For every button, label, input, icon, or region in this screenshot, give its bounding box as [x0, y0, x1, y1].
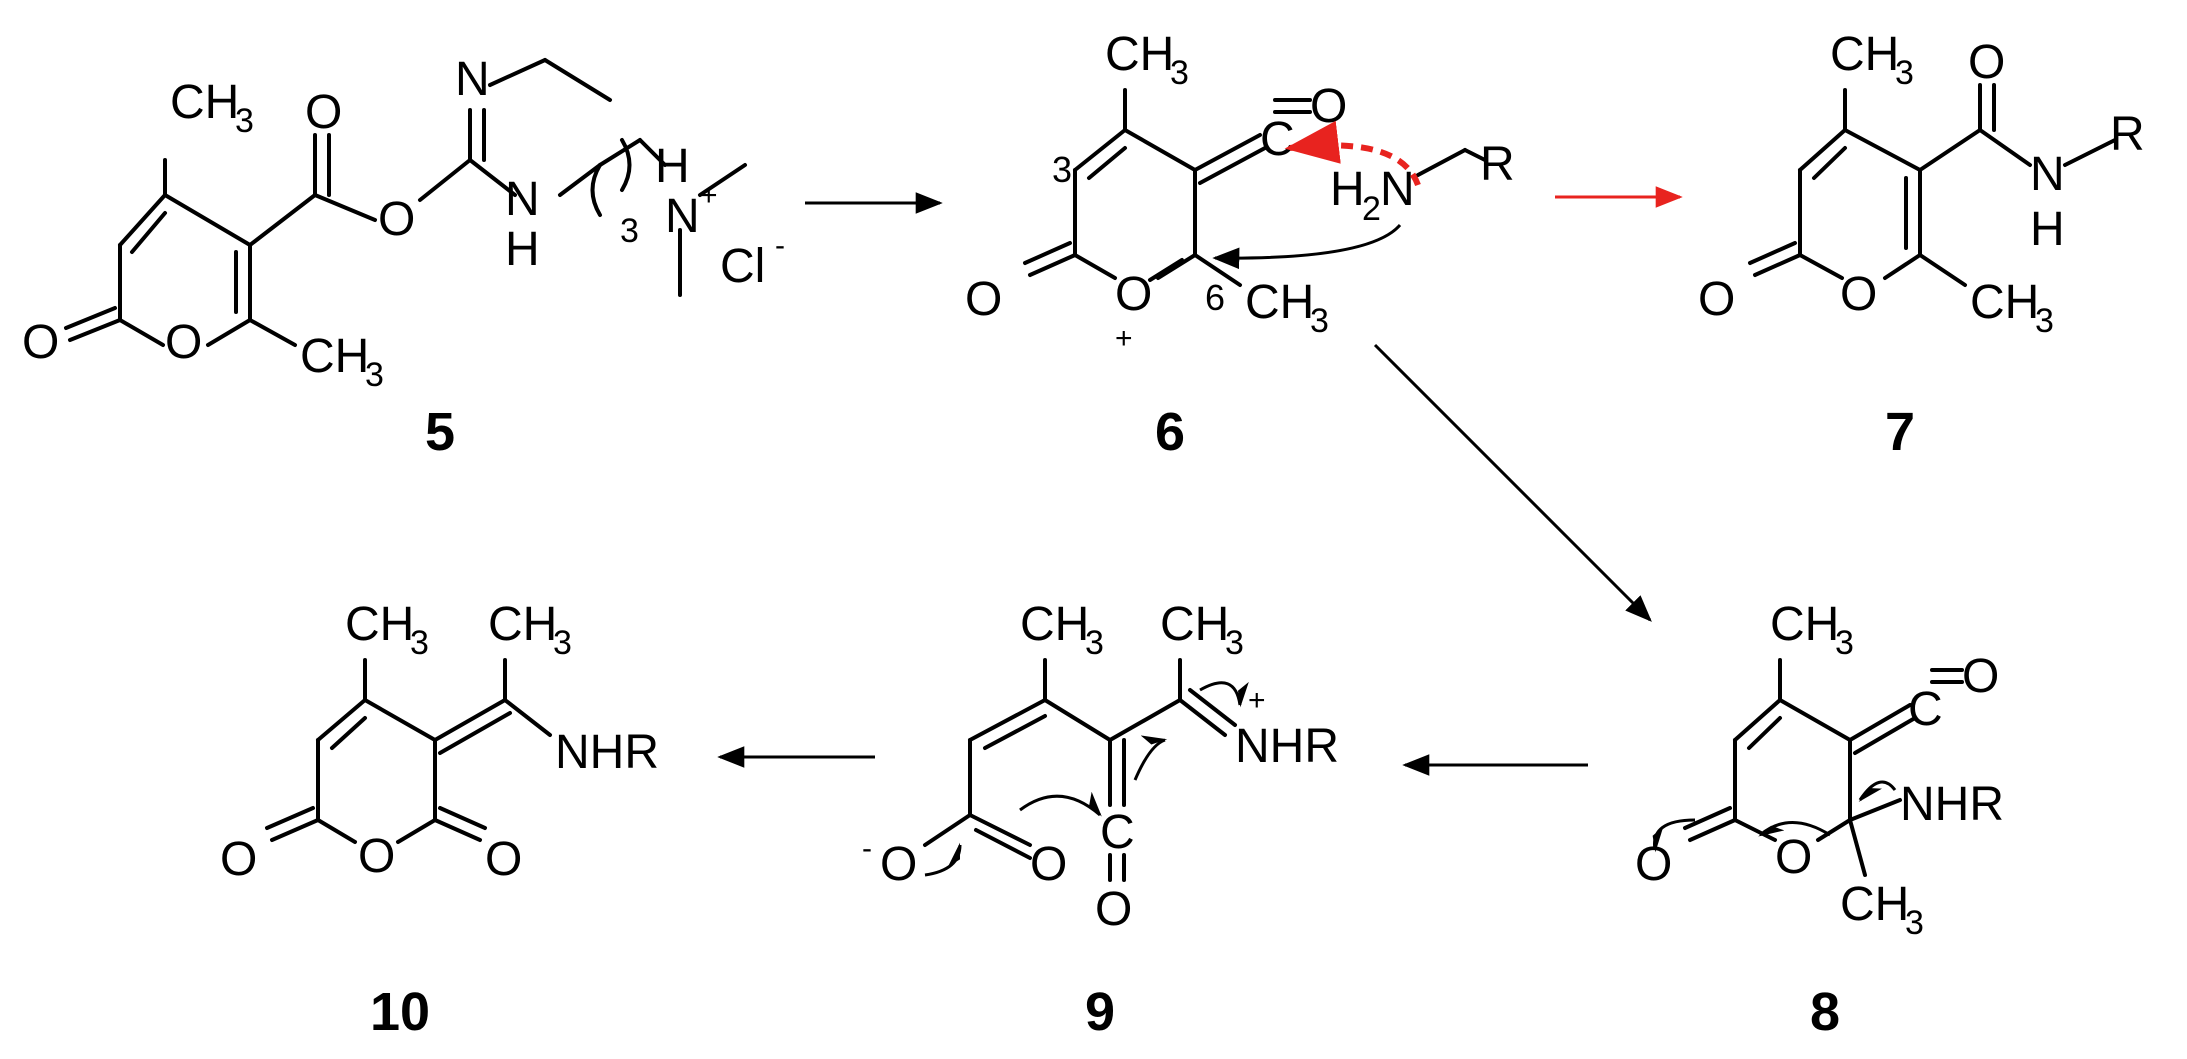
svg-text:CH: CH — [300, 330, 369, 383]
svg-text:CH: CH — [1020, 598, 1089, 651]
svg-text:H: H — [655, 140, 690, 193]
svg-text:2: 2 — [1362, 190, 1381, 228]
svg-text:3: 3 — [1170, 54, 1189, 92]
svg-text:H: H — [1330, 163, 1365, 216]
svg-text:C: C — [1100, 806, 1135, 859]
svg-text:N: N — [1380, 163, 1415, 216]
svg-text:O: O — [1775, 831, 1812, 884]
compound-7: CH 3 O N H R O O CH 3 7 — [1698, 28, 2145, 462]
svg-text:NHR: NHR — [555, 726, 659, 779]
svg-text:3: 3 — [2035, 302, 2054, 340]
svg-text:CH: CH — [1770, 598, 1839, 651]
label-8: 8 — [1810, 982, 1840, 1042]
label-10: 10 — [370, 982, 430, 1042]
red-curly-arrow — [1284, 120, 1421, 187]
svg-text:N: N — [665, 190, 700, 243]
svg-text:O: O — [1840, 268, 1877, 321]
svg-text:O: O — [485, 833, 522, 886]
svg-text:3: 3 — [1085, 624, 1104, 662]
svg-text:3: 3 — [553, 624, 572, 662]
svg-text:CH: CH — [345, 598, 414, 651]
svg-text:+: + — [1115, 322, 1133, 355]
svg-text:3: 3 — [1905, 904, 1924, 942]
svg-text:CH: CH — [1245, 276, 1314, 329]
svg-text:3: 3 — [1835, 624, 1854, 662]
svg-text:O: O — [1968, 36, 2005, 89]
svg-text:O: O — [880, 838, 917, 891]
compound-6: CH 3 C O O + O CH 3 3 6 H 2 N R 6 — [965, 28, 1515, 462]
svg-text:N: N — [505, 173, 540, 226]
compound-9: CH 3 CH 3 NHR + C O O O - 9 — [862, 598, 1339, 1042]
compound-5: CH 3 O O CH 3 O O N N H 3 H N + Cl - 5 — [22, 53, 785, 462]
svg-text:+: + — [1248, 684, 1266, 717]
svg-text:O: O — [358, 830, 395, 883]
svg-text:3: 3 — [410, 624, 429, 662]
svg-text:CH: CH — [488, 598, 557, 651]
svg-text:O: O — [1095, 883, 1132, 936]
svg-text:3: 3 — [365, 356, 384, 394]
o-carbonyl: O — [22, 316, 59, 369]
svg-text:+: + — [700, 179, 718, 212]
svg-text:O: O — [220, 833, 257, 886]
svg-text:NHR: NHR — [1900, 778, 2004, 831]
locant-3: 3 — [1052, 149, 1072, 190]
svg-text:H: H — [2030, 203, 2065, 256]
label-9: 9 — [1085, 982, 1115, 1042]
svg-text:3: 3 — [235, 102, 254, 140]
label-6: 6 — [1155, 402, 1185, 462]
o-ring: O — [165, 316, 202, 369]
svg-text:N: N — [455, 53, 490, 106]
svg-text:3: 3 — [1310, 302, 1329, 340]
svg-text:N: N — [2030, 148, 2065, 201]
svg-text:R: R — [1480, 138, 1515, 191]
svg-text:3: 3 — [1225, 624, 1244, 662]
label-5: 5 — [425, 402, 455, 462]
svg-text:O: O — [1115, 268, 1152, 321]
svg-text:3: 3 — [620, 212, 639, 250]
svg-text:C: C — [1908, 683, 1943, 736]
svg-text:CH: CH — [1830, 28, 1899, 81]
svg-text:Cl: Cl — [720, 240, 765, 293]
label-7: 7 — [1885, 402, 1915, 462]
svg-text:-: - — [862, 832, 872, 865]
svg-text:-: - — [775, 229, 785, 262]
svg-text:CH: CH — [1105, 28, 1174, 81]
svg-text:R: R — [2110, 108, 2145, 161]
svg-text:O: O — [965, 273, 1002, 326]
svg-text:O: O — [305, 86, 342, 139]
svg-text:O: O — [1310, 80, 1347, 133]
svg-text:CH: CH — [1840, 878, 1909, 931]
locant-6: 6 — [1205, 277, 1225, 318]
svg-text:O: O — [378, 193, 415, 246]
black-curly-arrow — [1212, 224, 1402, 270]
svg-text:CH: CH — [1970, 276, 2039, 329]
svg-text:O: O — [1962, 650, 1999, 703]
svg-text:O: O — [1698, 273, 1735, 326]
svg-text:NHR: NHR — [1235, 720, 1339, 773]
svg-text:C: C — [1260, 113, 1295, 166]
compound-8: CH 3 C O NHR CH 3 O O 8 — [1635, 598, 2004, 1042]
svg-text:O: O — [1030, 838, 1067, 891]
arrow-6-to-8 — [1373, 343, 1652, 622]
ch3-label: CH — [170, 76, 239, 129]
svg-text:CH: CH — [1160, 598, 1229, 651]
svg-text:H: H — [505, 223, 540, 276]
compound-10: CH 3 CH 3 NHR O O O 10 — [220, 598, 659, 1042]
svg-text:3: 3 — [1895, 54, 1914, 92]
